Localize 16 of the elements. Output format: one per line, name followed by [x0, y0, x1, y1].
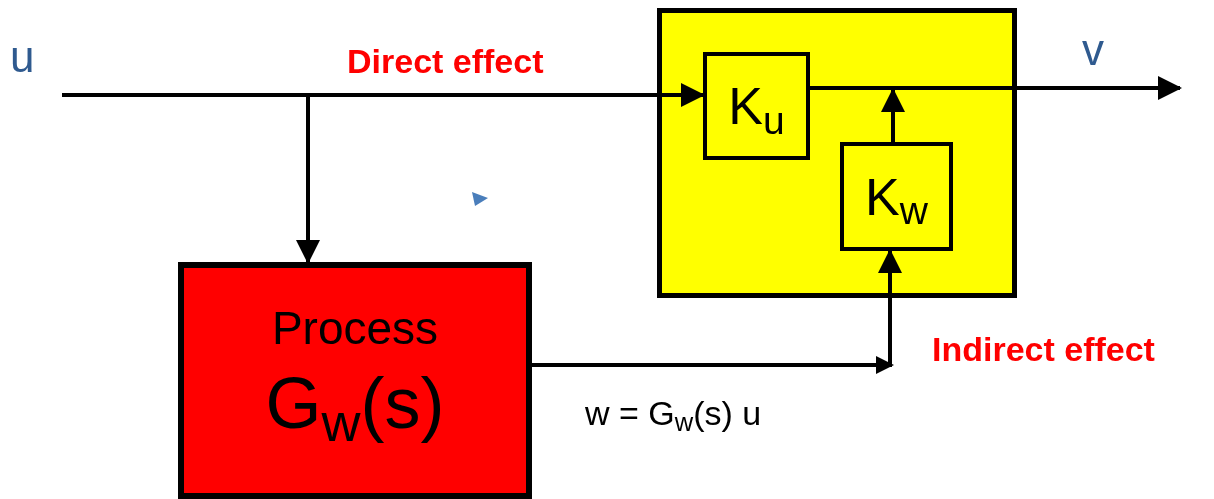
- block-label: K$_{u}$: [728, 80, 785, 132]
- annotation-label: Indirect effect: [932, 329, 1155, 370]
- block-box: [840, 142, 953, 251]
- arrow: [810, 76, 1182, 100]
- edge-label: Direct effect: [347, 41, 544, 82]
- transfer-function: G$_{w}$(s): [265, 361, 445, 448]
- arrow: [881, 88, 905, 142]
- block-box: [178, 262, 532, 499]
- edge-label: w = G$_{w}$(s) u: [585, 393, 762, 435]
- block-label: K$_{w}$: [865, 170, 928, 223]
- block-label: u: [10, 35, 35, 79]
- controller-box: [657, 8, 1017, 298]
- block-box: [703, 52, 810, 160]
- signal-label: v: [1082, 24, 1104, 76]
- block-label: Process: [271, 301, 439, 356]
- arrow: [62, 93, 320, 264]
